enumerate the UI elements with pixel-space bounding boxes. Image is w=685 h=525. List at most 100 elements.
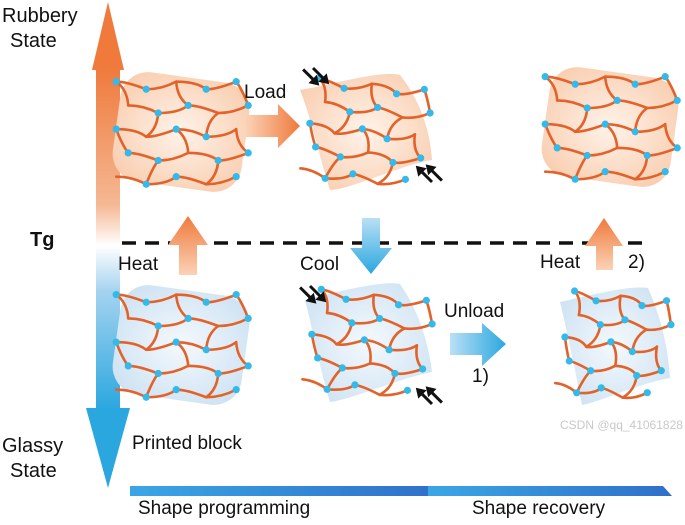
crosslink-node — [203, 86, 210, 93]
unload-arrow — [450, 323, 506, 366]
crosslink-node — [384, 135, 391, 142]
crosslink-node — [602, 121, 609, 128]
shape-programming-band — [130, 486, 442, 496]
heat-arrow-left — [168, 216, 208, 275]
crosslink-node — [602, 168, 609, 175]
crosslink-node — [662, 73, 669, 80]
crosslink-node — [402, 176, 409, 183]
crosslink-node — [155, 109, 162, 116]
crosslink-node — [598, 384, 605, 391]
crosslink-node — [185, 315, 192, 322]
crosslink-node — [346, 108, 353, 115]
step-2-label: 2) — [628, 252, 645, 274]
crosslink-node — [185, 102, 192, 109]
crosslink-node — [233, 173, 240, 180]
crosslink-node — [314, 354, 321, 361]
crosslink-node — [419, 365, 426, 372]
crosslink-node — [215, 370, 222, 377]
crosslink-node — [404, 387, 411, 394]
heat-label-right: Heat — [540, 252, 580, 274]
crosslink-node — [395, 301, 402, 308]
crosslink-node — [203, 133, 210, 140]
crosslink-node — [632, 128, 639, 135]
rubbery-state-label-line2: State — [10, 30, 57, 53]
crosslink-node — [155, 370, 162, 377]
rubbery-state-label-line1: Rubbery — [2, 5, 78, 28]
temperature-axis-arrow — [86, 2, 130, 488]
crosslink-node — [113, 339, 120, 346]
crosslink-node — [426, 109, 433, 116]
crosslink-node — [361, 336, 368, 343]
crosslink-node — [644, 389, 651, 396]
crosslink-node — [633, 372, 640, 379]
crosslink-node — [337, 153, 344, 160]
crosslink-node — [173, 173, 180, 180]
crosslink-node — [592, 297, 599, 304]
crosslink-node — [143, 299, 150, 306]
crosslink-node — [215, 157, 222, 164]
crosslink-node — [572, 81, 579, 88]
crosslink-node — [428, 320, 435, 327]
shape-recovery-label: Shape recovery — [472, 498, 605, 520]
crosslink-node — [203, 346, 210, 353]
crosslink-node — [245, 315, 252, 322]
crosslink-node — [662, 168, 669, 175]
crosslink-node — [324, 386, 331, 393]
crosslink-node — [143, 86, 150, 93]
shape-programming-label: Shape programming — [138, 498, 310, 520]
shape-recovery-band — [428, 486, 672, 496]
crosslink-node — [245, 149, 252, 156]
crosslink-node — [663, 297, 670, 304]
crosslink-node — [614, 97, 621, 104]
crosslink-node — [421, 86, 428, 93]
crosslink-node — [113, 78, 120, 85]
crosslink-node — [339, 364, 346, 371]
load-label: Load — [244, 82, 286, 104]
heat-arrow-right — [585, 218, 623, 270]
polymer-chain — [424, 89, 430, 113]
polymer-chain — [302, 379, 327, 389]
crosslink-node — [348, 319, 355, 326]
crosslink-node — [621, 316, 628, 323]
crosslink-node — [554, 144, 561, 151]
printed-block-label: Printed block — [132, 433, 242, 455]
crosslink-node — [308, 331, 315, 338]
crosslink-node — [233, 386, 240, 393]
crosslink-node — [597, 321, 604, 328]
crosslink-node — [417, 154, 424, 161]
heat-label-left: Heat — [118, 254, 158, 276]
crosslink-node — [386, 346, 393, 353]
crosslink-node — [644, 152, 651, 159]
glassy-state-label-line1: Glassy — [2, 435, 63, 458]
crosslink-node — [584, 104, 591, 111]
crosslink-node — [389, 159, 396, 166]
crosslink-node — [203, 299, 210, 306]
crosslink-node — [632, 81, 639, 88]
crosslink-node — [233, 291, 240, 298]
crosslink-node — [173, 386, 180, 393]
crosslink-node — [629, 348, 636, 355]
crosslink-node — [561, 333, 568, 340]
crosslink-node — [393, 90, 400, 97]
tg-label: Tg — [30, 229, 54, 252]
crosslink-node — [359, 125, 366, 132]
crosslink-node — [674, 144, 681, 151]
crosslink-node — [125, 149, 132, 156]
crosslink-node — [349, 170, 356, 177]
cool-label: Cool — [300, 254, 339, 276]
crosslink-node — [306, 120, 313, 127]
cool-arrow — [350, 218, 392, 274]
crosslink-node — [155, 322, 162, 329]
crosslink-node — [143, 181, 150, 188]
step-1-label: 1) — [472, 366, 489, 388]
crosslink-node — [173, 339, 180, 346]
crosslink-node — [423, 297, 430, 304]
crosslink-node — [542, 121, 549, 128]
crosslink-node — [342, 296, 349, 303]
polymer-chain — [565, 337, 569, 361]
crosslink-node — [566, 357, 573, 364]
crosslink-node — [233, 78, 240, 85]
crosslink-node — [351, 381, 358, 388]
crosslink-node — [318, 286, 325, 293]
